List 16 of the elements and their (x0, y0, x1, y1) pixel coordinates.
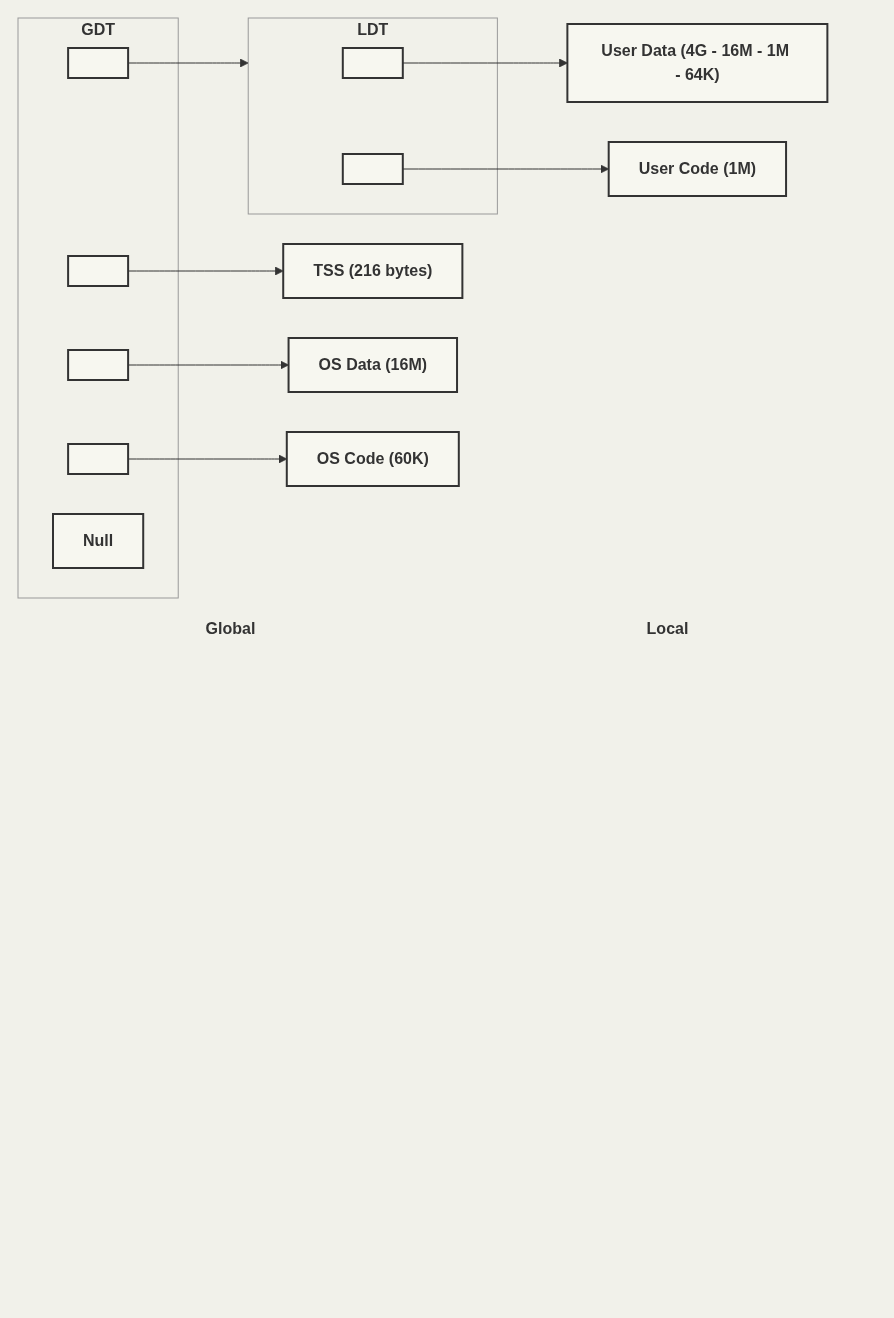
node-box (67, 349, 130, 381)
node-box: OS Data (16M) (287, 337, 459, 393)
group-label: Global (205, 620, 256, 638)
node-box: Null (52, 513, 145, 569)
node-box: User Data (4G - 16M - 1M - 64K) (566, 23, 829, 103)
node-box (67, 47, 130, 79)
group-label: Local (646, 620, 689, 638)
node-box (341, 153, 404, 185)
node-box (67, 255, 130, 287)
arrow (402, 58, 568, 68)
node-box (341, 47, 404, 79)
cluster: LDT (247, 17, 498, 215)
node-box: TSS (216 bytes) (282, 243, 464, 299)
node-box: OS Code (60K) (285, 431, 460, 487)
node-box (67, 443, 130, 475)
node-box: User Code (1M) (607, 141, 788, 197)
